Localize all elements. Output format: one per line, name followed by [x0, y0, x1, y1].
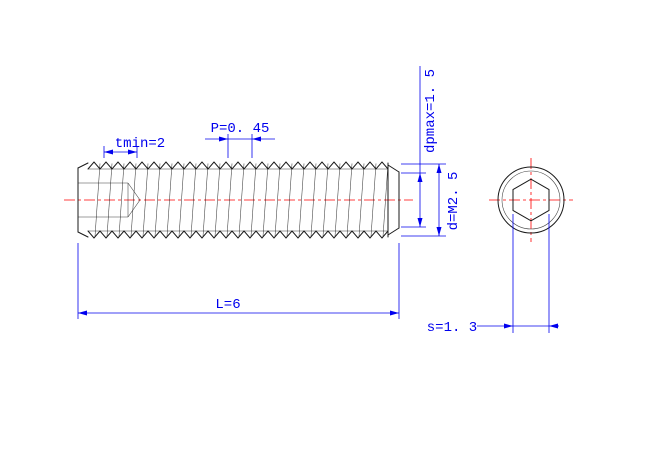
- dim-label-point-diameter: dpmax=1. 5: [423, 69, 439, 153]
- dim-label-pitch: P=0. 45: [211, 121, 270, 137]
- dim-label-socket-width: s=1. 3: [427, 320, 477, 336]
- dimension-lines: [77, 66, 559, 333]
- centerlines: [64, 158, 573, 242]
- dim-label-length: L=6: [215, 297, 240, 313]
- screw-end-view: [497, 166, 565, 234]
- screw-side-view: [77, 161, 400, 239]
- dim-label-socket-depth: tmin=2: [115, 136, 165, 152]
- dim-label-thread-diameter: d=M2. 5: [446, 172, 462, 231]
